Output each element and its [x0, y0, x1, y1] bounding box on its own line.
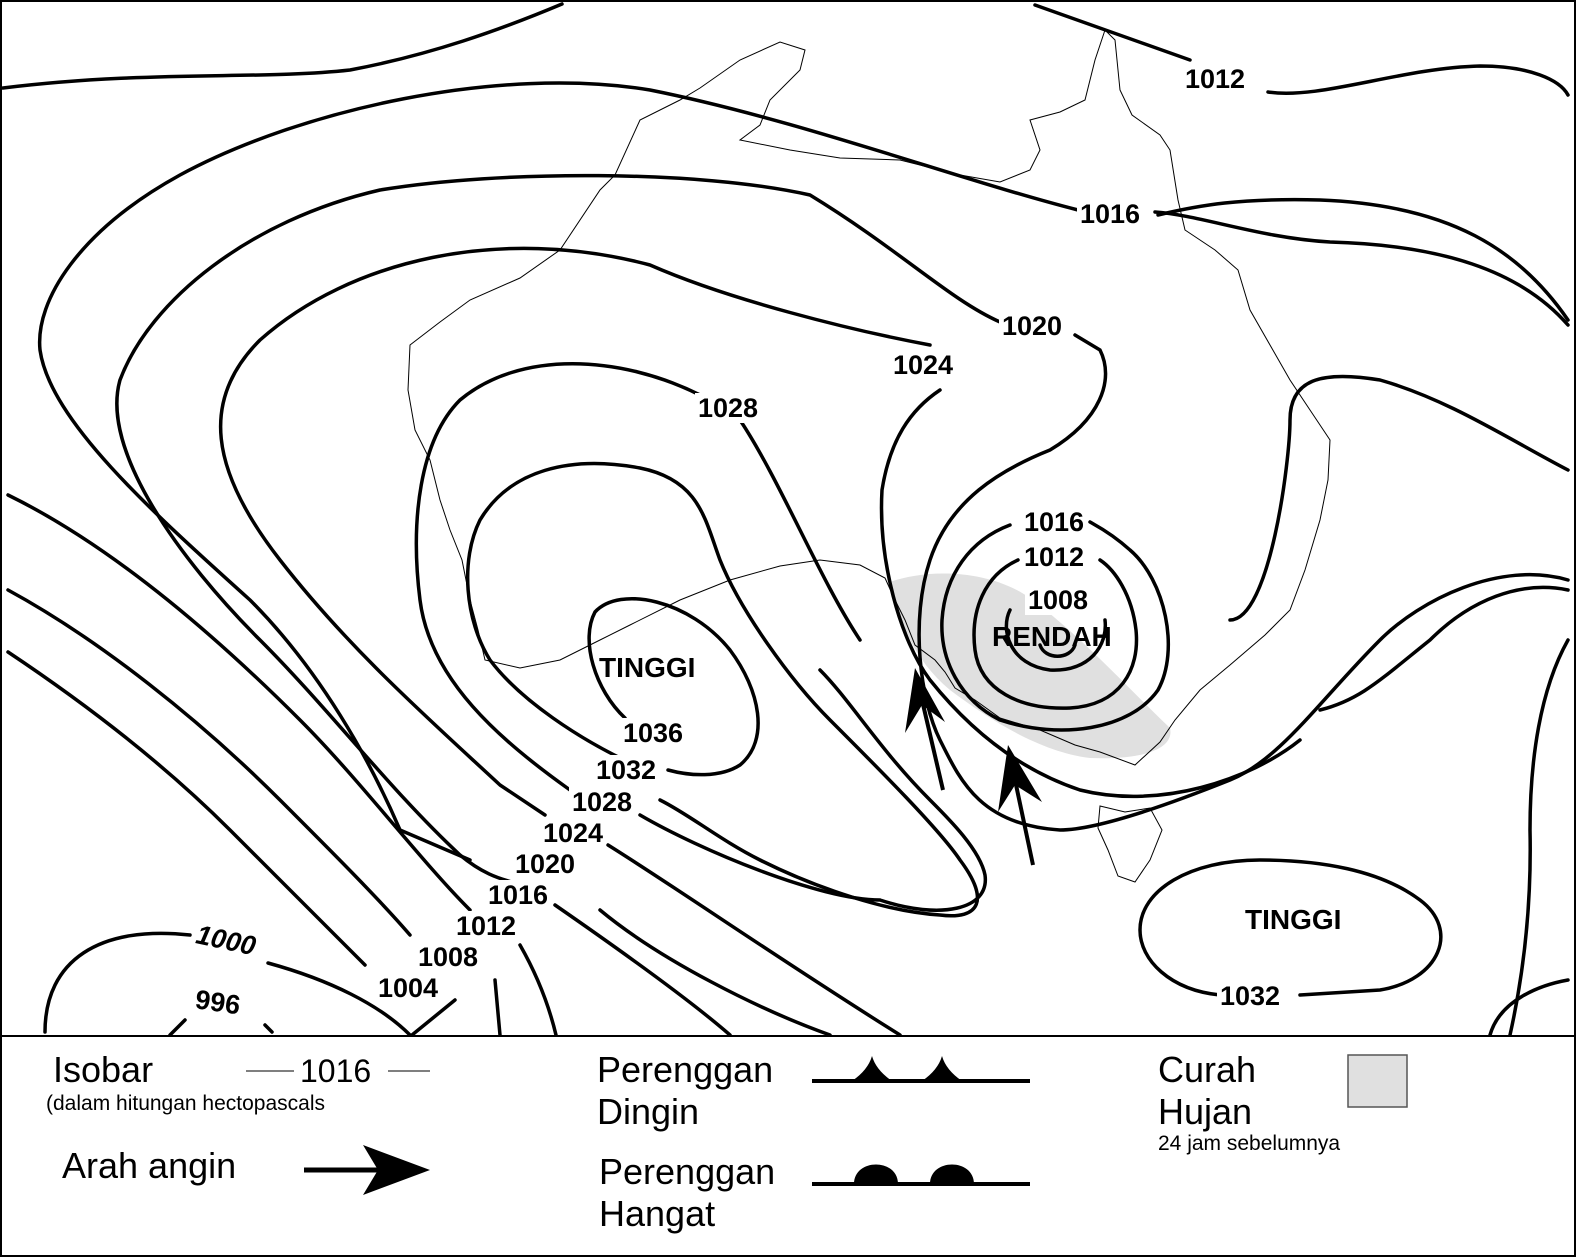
label-background: [890, 350, 957, 380]
isobar-1012-diagonal: [6, 493, 558, 1037]
label-background: [485, 880, 552, 910]
tasmania-coastline: [1097, 805, 1163, 883]
label-background: [540, 818, 607, 848]
legend: Isobar 1016 (dalam hitungan hectopascals…: [46, 1049, 1408, 1234]
isobar-label: 1016: [1080, 199, 1140, 229]
label-background: [569, 787, 636, 817]
australia-coastline: [407, 29, 1331, 766]
isobar-1004-diagonal: [6, 650, 457, 1037]
isobar-label: 1004: [378, 973, 438, 1003]
isobars: [1, 2, 1570, 1037]
isobar-label: 1032: [596, 755, 656, 785]
isobar-label: 1016: [1024, 507, 1084, 537]
isobar-1028: [414, 362, 1302, 912]
isobar-1036: [587, 597, 760, 777]
isobar-label: 996: [193, 984, 242, 1020]
label-background: [1021, 507, 1088, 537]
isobar-east-edge-1: [1228, 374, 1570, 712]
legend-isobar-example: 1016: [300, 1053, 371, 1089]
cold-front-icon: [812, 1056, 1030, 1083]
warm-front-icon: [812, 1164, 1030, 1186]
isobar-label: 1024: [543, 818, 603, 848]
isobar-label: 1024: [893, 350, 953, 380]
label-background: [190, 983, 246, 1021]
isobar-label: 1028: [572, 787, 632, 817]
isobar-1000: [43, 931, 412, 1037]
high-pressure-label: TINGGI: [599, 652, 695, 683]
isobar-1016-low: [940, 520, 1171, 732]
label-background: [999, 311, 1066, 341]
isobar-east-edge-3: [1488, 978, 1570, 1037]
isobar-996: [168, 1018, 274, 1037]
isobar-1016-outer: [37, 81, 1570, 1037]
legend-warm-front-label: Hangat: [599, 1193, 715, 1234]
low-pressure-label: RENDAH: [992, 621, 1112, 652]
isobar-label: 1012: [1024, 542, 1084, 572]
legend-rain-label: Hujan: [1158, 1091, 1252, 1132]
isobar-labels: 1012 1016 1020 1024 1028 1016 1012 1008 …: [190, 64, 1284, 1021]
legend-cold-front-label: Dingin: [597, 1091, 699, 1132]
isobar-label: 1012: [456, 911, 516, 941]
label-background: [695, 393, 762, 423]
label-background: [1182, 64, 1249, 94]
isobar-1032-high: [465, 461, 980, 918]
isobar-label: 1028: [698, 393, 758, 423]
isobar-1008-diagonal: [6, 588, 502, 1037]
legend-isobar-note: (dalam hitungan hectopascals: [46, 1092, 325, 1115]
isobar-label: 1036: [623, 718, 683, 748]
isobar-1032-east-high: [1138, 858, 1443, 997]
label-background: [620, 718, 687, 748]
label-background: [1077, 199, 1144, 229]
isobar-label: 1016: [488, 880, 548, 910]
label-background: [512, 849, 579, 879]
isobar-label: 1020: [1002, 311, 1062, 341]
isobar-1020: [115, 173, 1570, 1037]
label-background: [415, 942, 482, 972]
legend-rain-label: Curah: [1158, 1049, 1256, 1090]
wind-arrow: [998, 745, 1042, 866]
label-background: [1025, 585, 1092, 615]
wind-arrow: [905, 668, 945, 791]
isobar-1008-low: [1004, 608, 1108, 672]
isobar-label: 1000: [193, 919, 258, 961]
isobar-label: 1032: [1220, 981, 1280, 1011]
isobar-1012-north-east: [1033, 3, 1570, 97]
isobar-1012-low: [972, 558, 1139, 710]
rain-swatch: [1347, 1054, 1408, 1108]
wind-arrow-icon: [304, 1145, 430, 1195]
label-background: [593, 755, 660, 785]
legend-wind-label: Arah angin: [62, 1145, 236, 1186]
isobar-label: 1008: [418, 942, 478, 972]
label-background: [1021, 542, 1088, 572]
isobar-label: 1020: [515, 849, 575, 879]
legend-cold-front-label: Perenggan: [597, 1049, 773, 1090]
label-background: [375, 973, 442, 1003]
high-pressure-label: TINGGI: [1245, 904, 1341, 935]
legend-warm-front-label: Perenggan: [599, 1151, 775, 1192]
isobar-1004-low: [1038, 643, 1077, 658]
isobar-label: 1012: [1185, 64, 1245, 94]
label-background: [453, 911, 520, 941]
legend-isobar-label: Isobar: [53, 1049, 153, 1090]
isobar-label: 1008: [1028, 585, 1088, 615]
isobar-1012-north-west: [1, 2, 564, 90]
isobar-1024: [219, 197, 1570, 1037]
isobar-east-edge-2: [1508, 638, 1570, 1037]
label-background: [190, 918, 262, 962]
legend-rain-note: 24 jam sebelumnya: [1158, 1132, 1340, 1155]
label-background: [1217, 981, 1284, 1011]
